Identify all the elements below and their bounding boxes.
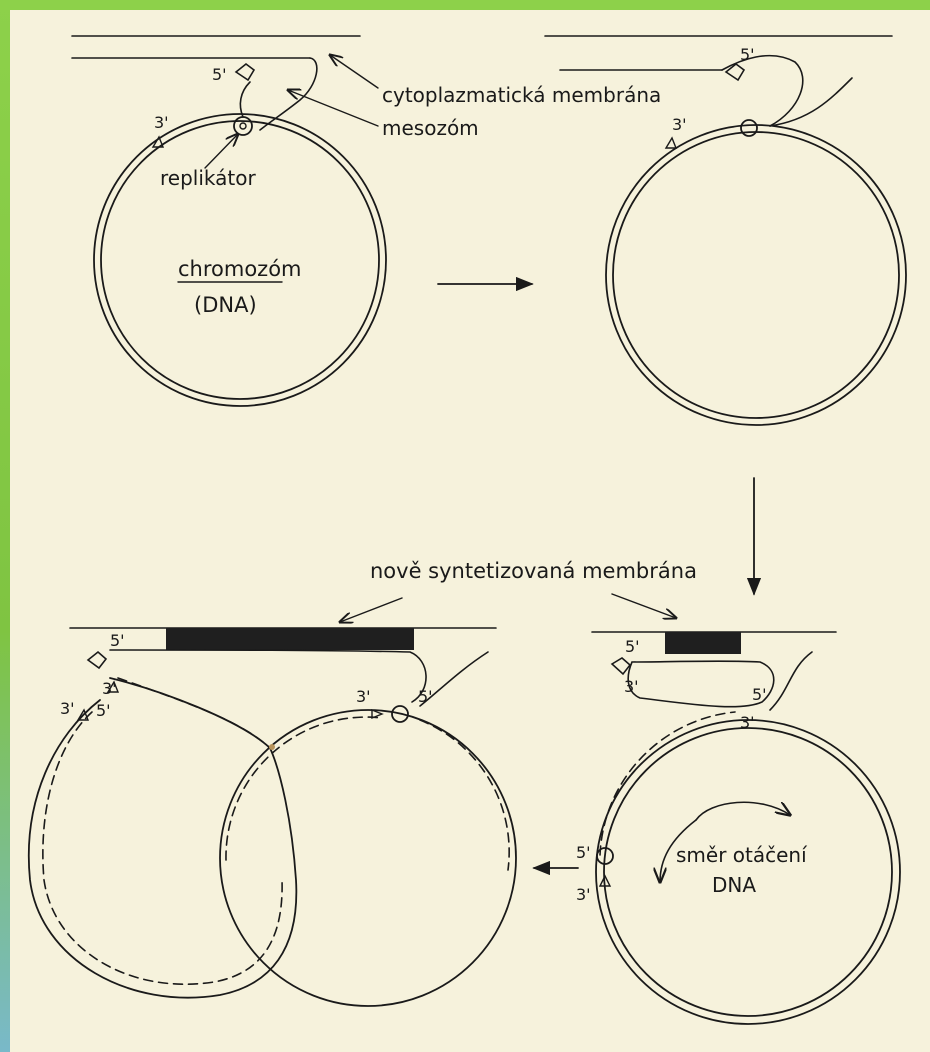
mesosome-fold [110,650,426,702]
daughter-circle-right-new-strand [226,717,382,860]
crossing-point [269,744,275,750]
label-3prime-top: 3' [624,677,639,696]
new-membrane-segment [665,632,741,654]
label-3prime-side: 3' [576,885,591,904]
chromosome-inner-strand [604,728,892,1016]
label-5prime-fork: 5' [418,687,433,706]
five-prime-anchor-icon [236,64,254,80]
mesosome-tail [770,652,812,710]
label-cytoplasmic-membrane: cytoplazmatická membrána [382,83,661,107]
panel-replication-end: 5' 3' 3' 5' 3' 5' [29,628,516,1006]
new-membrane-segment [166,628,414,650]
label-5prime: 5' [740,45,755,64]
panel-replication-progress: 5' 3' 5' 3' 5' 3' směr otáčení DNA [576,632,900,1024]
label-5prime-top: 5' [625,637,640,656]
label-rotation-direction: směr otáčení [676,843,808,867]
three-prime-arrowhead-icon [666,138,676,148]
label-3prime: 3' [154,113,169,132]
label-5prime-side: 5' [576,843,591,862]
mesosome-fold [260,58,317,130]
label-5prime-left: 5' [96,701,111,720]
label-3prime-fork: 3' [740,713,755,732]
pointer-replicator [205,134,238,168]
label-5prime-fork: 5' [752,685,767,704]
crossing-strand-dashed [118,678,270,748]
chromosome-outer-strand [606,125,906,425]
daughter-circle-right-outer [220,710,516,1006]
pointer-mesosome [288,90,378,126]
replicator-origin [741,120,757,136]
label-mesosome: mesozóm [382,116,479,140]
daughter-circle-left-outer [29,678,297,998]
pointer-new-membrane-left [340,598,402,622]
label-3prime-fork: 3' [356,687,371,706]
five-prime-anchor-icon [88,652,106,668]
replicator-center [240,123,246,129]
rotation-arrow [696,802,790,820]
label-5prime: 5' [212,65,227,84]
pointer-membrane [330,55,378,88]
label-replicator: replikátor [160,166,256,190]
label-dna: (DNA) [194,293,257,317]
label-3prime-left: 3' [60,699,75,718]
new-strand-dashed [600,712,735,855]
panel-initial-state: 5' 3' cytoplazmatická membrána mesozóm r… [72,36,661,406]
label-rotation-dna: DNA [712,873,756,897]
chromosome-inner-strand [613,132,899,418]
label-5prime-top: 5' [110,631,125,650]
strand-loop [240,82,250,117]
pointer-new-membrane-right [612,594,676,618]
label-chromosome: chromozóm [178,257,302,281]
label-3prime: 3' [672,115,687,134]
five-prime-anchor-icon [612,658,630,674]
replicator-origin [234,117,252,135]
daughter-circle-right-new-strand-2 [420,720,509,870]
label-3prime-mid: 3' [102,679,117,698]
label-new-membrane: nově syntetizovaná membrána [370,559,697,583]
chromosome-outer-strand [596,720,900,1024]
